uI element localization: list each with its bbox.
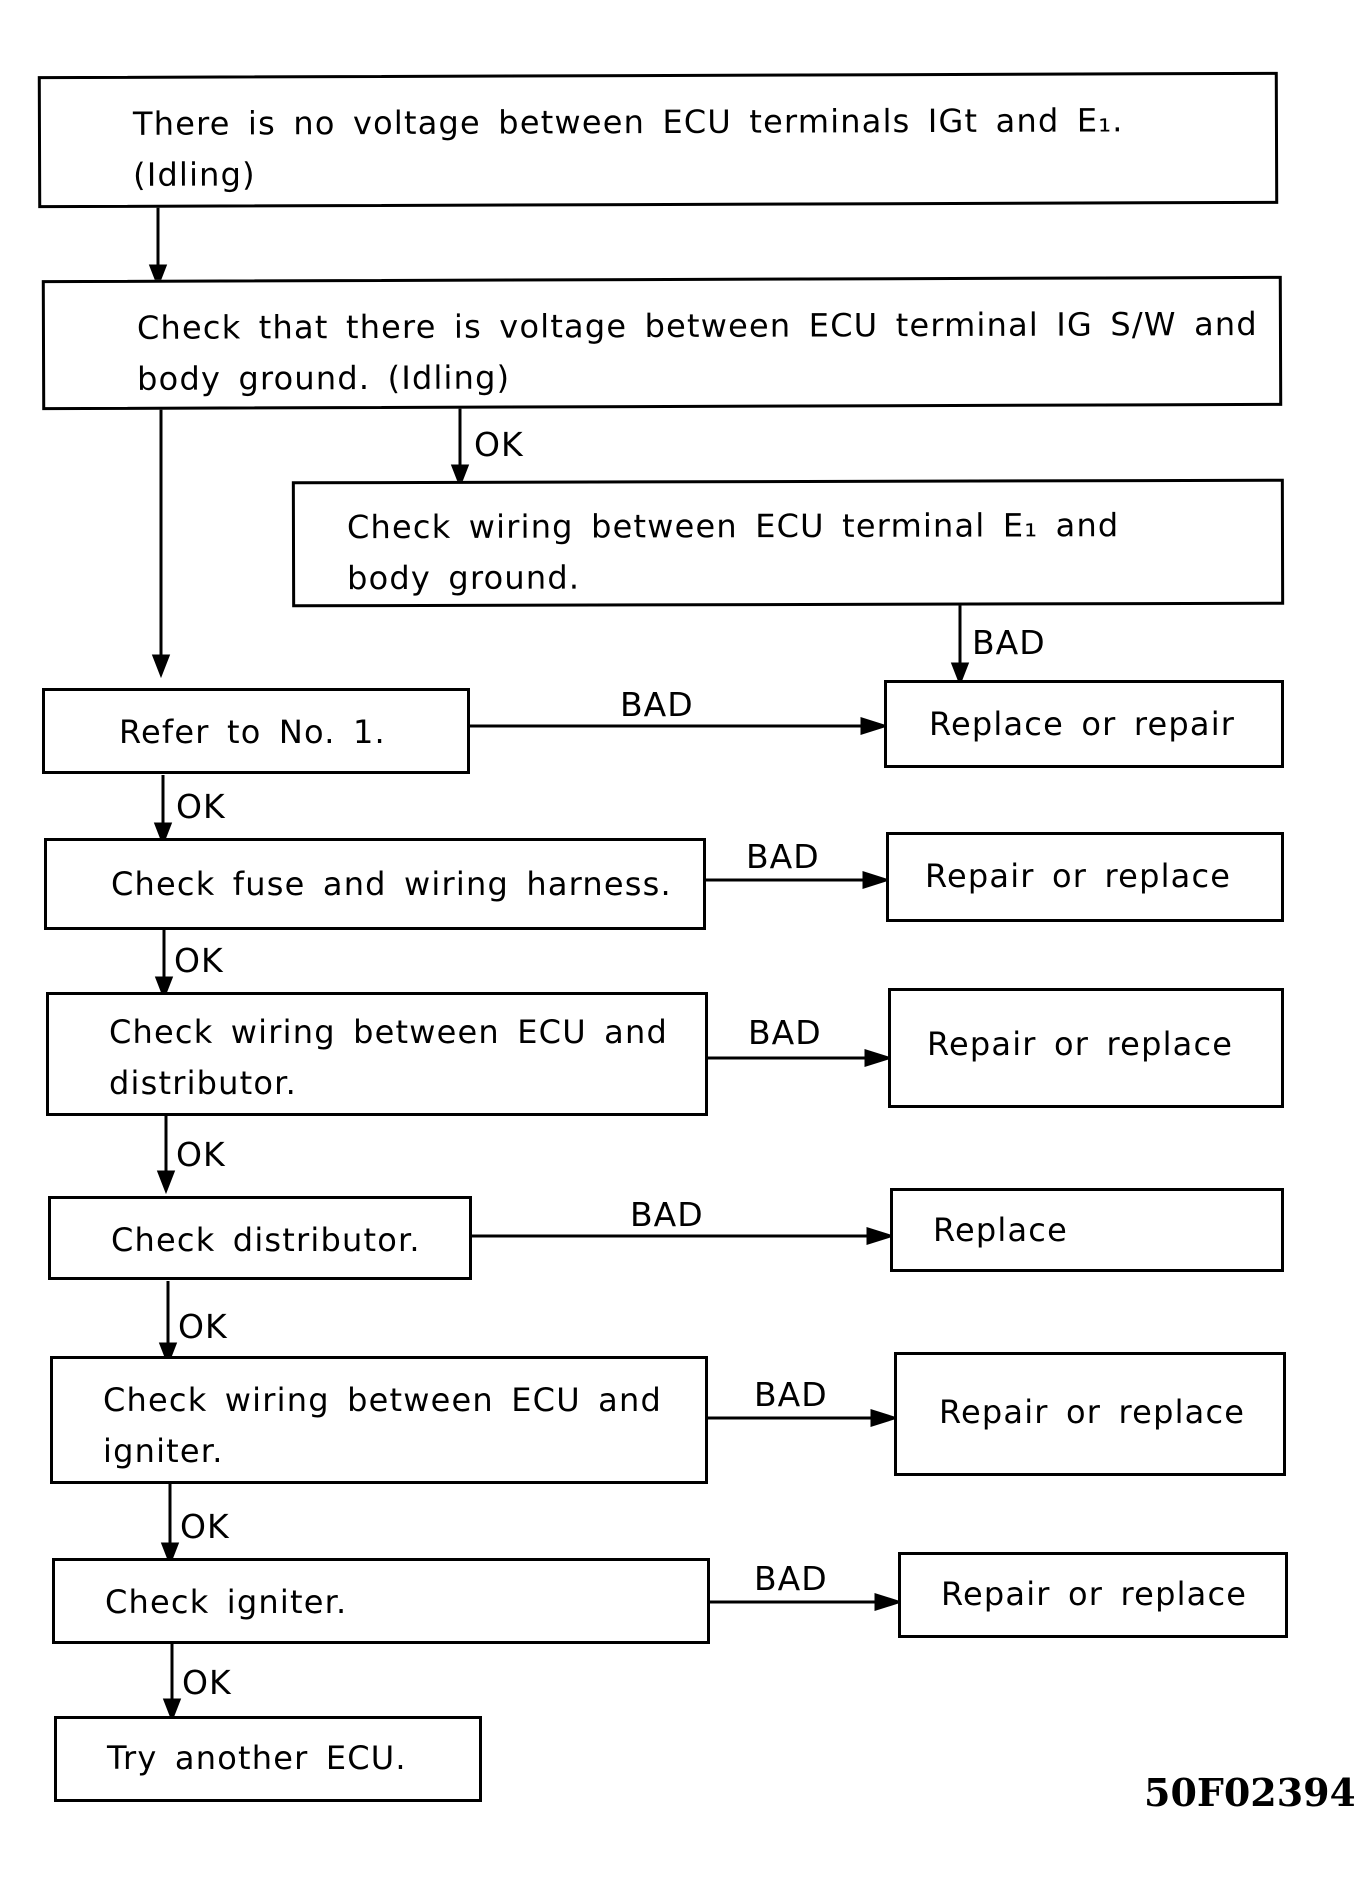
arrowhead	[450, 464, 470, 489]
node-check-ecu-igniter: Check wiring between ECU and igniter.	[50, 1356, 708, 1484]
node-try-another-ecu: Try another ECU.	[54, 1716, 482, 1802]
arrowhead	[866, 1226, 895, 1246]
node-text-line: body ground. (Idling)	[137, 358, 511, 398]
edge-label-ok: OK	[174, 941, 224, 980]
node-check-ecu-distributor: Check wiring between ECU and distributor…	[46, 992, 708, 1116]
node-text-line: Repair or replace	[927, 1025, 1234, 1063]
edge-label-bad: BAD	[754, 1375, 828, 1414]
node-text-line: Replace or repair	[929, 705, 1236, 743]
arrowhead	[162, 1698, 182, 1723]
figure-code: 50F02394	[1144, 1770, 1354, 1815]
node-repair-ecu-distributor: Repair or replace	[888, 988, 1284, 1108]
edge-label-bad: BAD	[746, 837, 820, 876]
node-text-line: Check wiring between ECU and	[109, 1013, 668, 1051]
node-text-line: body ground.	[347, 558, 581, 598]
edge-label-bad: BAD	[630, 1195, 704, 1234]
arrowhead	[870, 1408, 899, 1428]
node-replace-distributor: Replace	[890, 1188, 1284, 1272]
node-text-line: There is no voltage between ECU terminal…	[132, 101, 1124, 143]
node-text-line: Check igniter.	[105, 1583, 348, 1621]
arrowhead	[148, 264, 168, 289]
node-repair-igniter: Repair or replace	[898, 1552, 1288, 1638]
node-text-line: Repair or replace	[925, 857, 1232, 895]
node-no-voltage: There is no voltage between ECU terminal…	[37, 71, 1279, 209]
edge-label-ok: OK	[176, 1135, 226, 1174]
arrowhead	[874, 1592, 903, 1612]
node-text-line: Check fuse and wiring harness.	[111, 865, 672, 903]
edge-label-ok: OK	[178, 1307, 228, 1346]
arrowhead	[153, 822, 173, 847]
arrowhead	[950, 662, 970, 687]
edge-label-bad: BAD	[748, 1013, 822, 1052]
node-text-line: Refer to No. 1.	[119, 713, 386, 751]
node-text-line: Check that there is voltage between ECU …	[136, 304, 1258, 347]
edge-label-bad: BAD	[754, 1559, 828, 1598]
node-text-line: Check wiring between ECU and	[103, 1381, 662, 1419]
edge-label-bad: BAD	[620, 685, 694, 724]
node-repair-ecu-igniter: Repair or replace	[894, 1352, 1286, 1476]
arrowhead	[151, 654, 171, 679]
edge-label-ok: OK	[474, 425, 524, 464]
node-refer-no1: Refer to No. 1.	[42, 688, 470, 774]
node-text-line: igniter.	[103, 1432, 224, 1470]
node-text-line: Check distributor.	[111, 1221, 421, 1259]
node-check-fuse: Check fuse and wiring harness.	[44, 838, 706, 930]
arrowhead	[156, 1170, 176, 1195]
arrowhead	[864, 1048, 893, 1068]
node-text-line: Check wiring between ECU terminal E₁ and	[346, 506, 1120, 547]
arrowhead	[862, 870, 891, 890]
node-text-line: Repair or replace	[941, 1575, 1248, 1613]
node-text-line: distributor.	[109, 1064, 297, 1102]
node-check-distributor: Check distributor.	[48, 1196, 472, 1280]
node-repair-fuse: Repair or replace	[886, 832, 1284, 922]
arrowhead	[154, 976, 174, 1001]
node-check-igniter: Check igniter.	[52, 1558, 710, 1644]
node-text-line: (Idling)	[133, 155, 256, 194]
node-check-e1: Check wiring between ECU terminal E₁ and…	[291, 478, 1285, 608]
edge-label-ok: OK	[182, 1663, 232, 1702]
node-text-line: Repair or replace	[939, 1393, 1246, 1431]
node-text-line: Try another ECU.	[107, 1739, 407, 1777]
edge-label-ok: OK	[176, 787, 226, 826]
node-replace-or-repair: Replace or repair	[884, 680, 1284, 768]
node-check-ig-sw: Check that there is voltage between ECU …	[41, 275, 1283, 411]
edge-label-bad: BAD	[972, 623, 1046, 662]
arrowhead	[860, 716, 889, 736]
edge-label-ok: OK	[180, 1507, 230, 1546]
arrowhead	[158, 1342, 178, 1367]
node-text-line: Replace	[933, 1211, 1068, 1249]
arrowhead	[160, 1542, 180, 1567]
